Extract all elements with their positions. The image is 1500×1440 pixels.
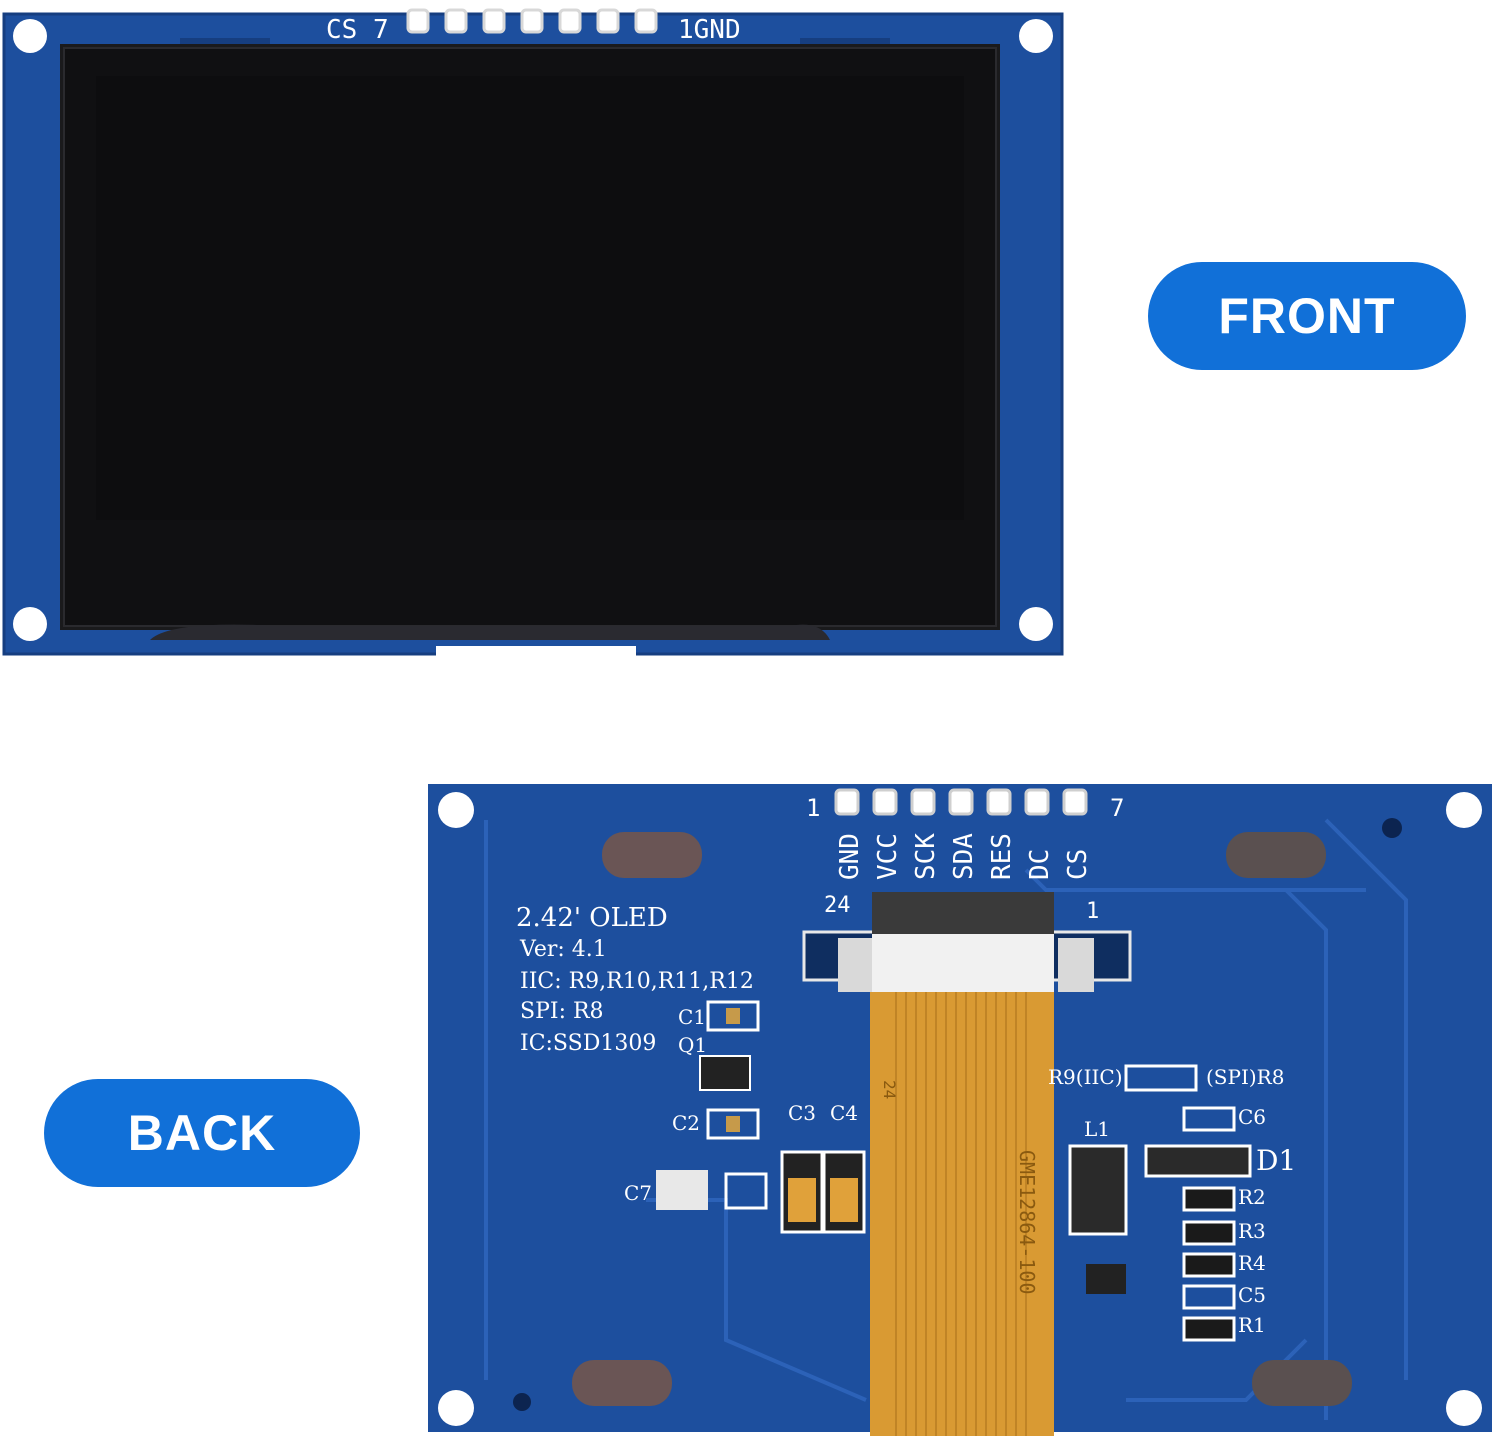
header-pins — [406, 8, 658, 34]
fpc-label-24: 24 — [824, 893, 851, 918]
pin-label-dc: DC — [1025, 849, 1055, 880]
pin-label-sda: SDA — [949, 833, 979, 880]
label-d1: D1 — [1256, 1144, 1296, 1177]
l1-part — [1068, 1144, 1128, 1236]
c5-part — [1182, 1284, 1236, 1310]
c7-pad-b — [724, 1172, 768, 1210]
pin-label-sck: SCK — [911, 833, 941, 880]
label-l1: L1 — [1084, 1117, 1110, 1141]
r8-jumper — [1124, 1064, 1198, 1092]
pin-label-res: RES — [987, 833, 1017, 880]
back-header-pins — [834, 788, 1088, 816]
mounting-hole-icon — [438, 792, 474, 828]
pin-label-cs: CS — [1063, 849, 1093, 880]
copper-pad — [572, 1360, 672, 1406]
r4-part — [1182, 1252, 1236, 1278]
r2-part — [1182, 1186, 1236, 1212]
front-board: CS 7 1GND — [2, 8, 1064, 660]
flex-cable — [870, 992, 1054, 1436]
label-r3: R3 — [1238, 1219, 1266, 1243]
flex-label: GME12864-100 — [1015, 1150, 1039, 1295]
pin-number-left: 1 — [806, 794, 820, 822]
label-c2: C2 — [672, 1111, 700, 1135]
flex-pin-label: 24 — [880, 1080, 899, 1099]
c2-part — [706, 1108, 760, 1140]
pin-label-vcc: VCC — [873, 833, 903, 880]
label-r1: R1 — [1238, 1313, 1266, 1337]
mounting-hole-icon — [13, 607, 47, 641]
label-c1: C1 — [678, 1005, 706, 1029]
silk-version: Ver: 4.1 — [519, 937, 607, 962]
label-c6: C6 — [1238, 1105, 1266, 1129]
label-c4: C4 — [830, 1101, 858, 1125]
label-c5: C5 — [1238, 1283, 1266, 1307]
silk-spi: SPI: R8 — [520, 999, 604, 1024]
copper-pad — [1252, 1360, 1352, 1406]
front-pin-label-right: 1GND — [678, 15, 741, 45]
silk-ic: IC:SSD1309 — [520, 1031, 656, 1056]
label-q1: Q1 — [678, 1033, 707, 1057]
r1-part — [1182, 1316, 1236, 1342]
front-label: FRONT — [1148, 262, 1466, 370]
label-r2: R2 — [1238, 1185, 1266, 1209]
c1-part — [706, 1000, 760, 1032]
copper-pad — [602, 832, 702, 878]
regulator-part — [1086, 1264, 1126, 1294]
label-r4: R4 — [1238, 1251, 1266, 1275]
fpc-label-1: 1 — [1086, 899, 1099, 924]
mounting-hole-icon — [1019, 19, 1053, 53]
label-c3: C3 — [788, 1101, 816, 1125]
mounting-hole-icon — [1019, 607, 1053, 641]
label-c7: C7 — [624, 1181, 652, 1205]
back-board: 1 7 GND VCC SCK SDA RES DC CS 24 1 GME12… — [428, 784, 1492, 1436]
c6-part — [1182, 1106, 1236, 1132]
r3-part — [1182, 1220, 1236, 1246]
label-r9-iic: R9(IIC) — [1048, 1065, 1123, 1089]
front-pin-label-left: CS 7 — [326, 15, 389, 45]
c7-pad-a — [656, 1170, 708, 1210]
d1-part — [1144, 1144, 1252, 1178]
pin-label-gnd: GND — [835, 833, 865, 880]
copper-pad — [1226, 832, 1326, 878]
silk-title: 2.42' OLED — [516, 903, 668, 933]
back-label: BACK — [44, 1079, 360, 1187]
oled-screen — [96, 76, 964, 520]
pin-number-right: 7 — [1110, 794, 1124, 822]
silk-iic: IIC: R9,R10,R11,R12 — [520, 969, 754, 994]
mounting-hole-icon — [1446, 1390, 1482, 1426]
mounting-hole-icon — [13, 19, 47, 53]
mounting-hole-icon — [438, 1390, 474, 1426]
mounting-hole-icon — [1446, 792, 1482, 828]
label-r8-spi: (SPI)R8 — [1206, 1065, 1284, 1089]
q1-part — [699, 1055, 751, 1091]
